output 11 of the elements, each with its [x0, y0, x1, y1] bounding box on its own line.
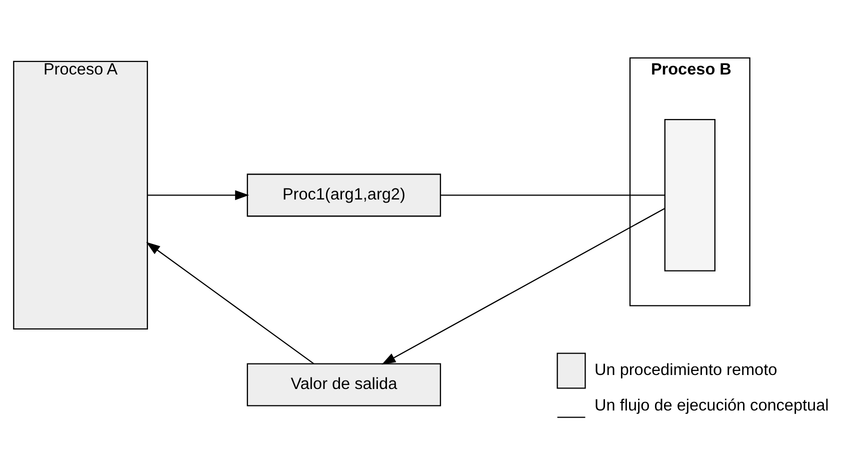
legend-label: Un flujo de ejecución conceptual	[594, 396, 829, 414]
node-box	[664, 118, 716, 271]
node-box: Proceso A	[13, 60, 148, 329]
connector	[440, 194, 665, 196]
node-box: Valor de salida	[246, 362, 442, 406]
arrow	[148, 190, 250, 200]
arrow	[382, 207, 666, 364]
arrow	[146, 241, 314, 364]
cluster: Proceso B	[629, 56, 750, 306]
node-box: Proc1(arg1,arg2)	[246, 173, 442, 216]
legend-label: Un procedimiento remoto	[594, 360, 778, 379]
